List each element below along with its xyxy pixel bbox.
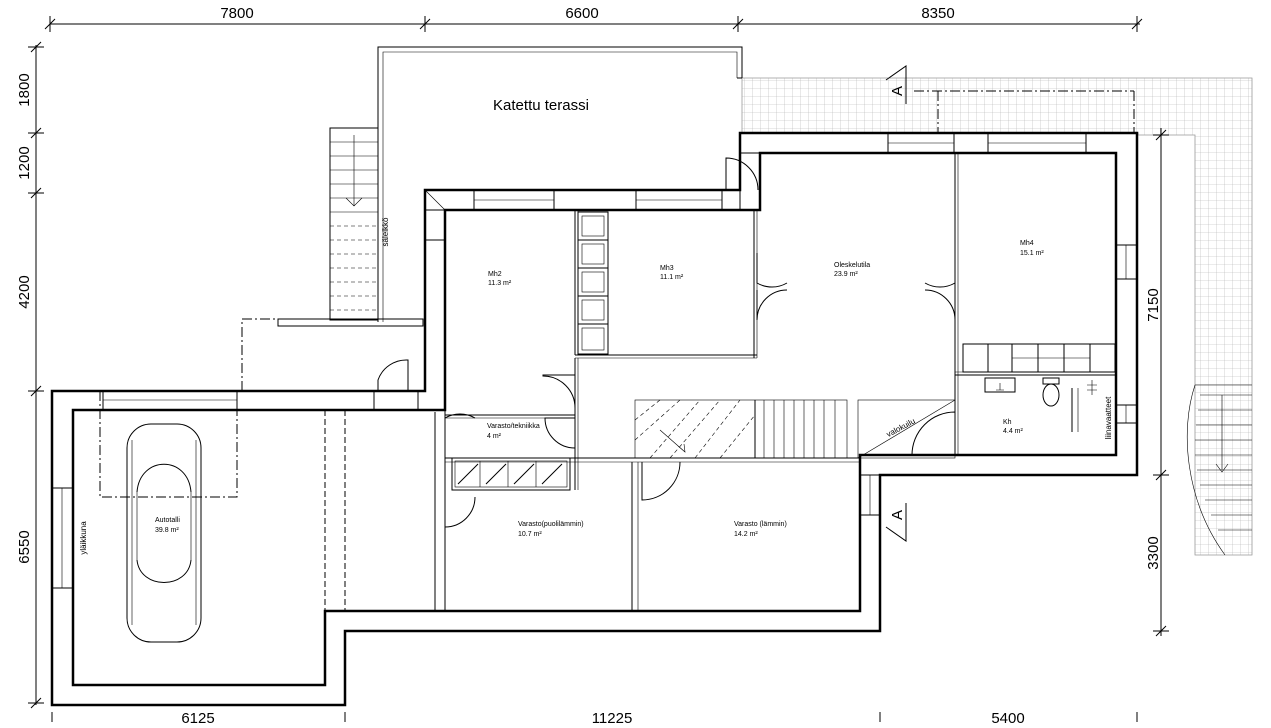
room-area-mh4: 15.1 m² xyxy=(1020,250,1044,257)
room-area-autotalli: 39.8 m² xyxy=(155,527,179,534)
house-walls xyxy=(50,131,1139,707)
room-name-oleskelutila: Oleskelutila xyxy=(834,262,870,269)
room-name-varasto-tekniikka: Varasto/tekniikka xyxy=(487,423,540,430)
room-area-kh: 4.4 m² xyxy=(1003,428,1024,435)
dimension-top-3: 8350 xyxy=(921,5,954,22)
dimension-left-2: 1200 xyxy=(16,146,33,179)
dimension-top: 7800 6600 8350 xyxy=(44,5,1143,32)
outdoor-stairs: säleikkö xyxy=(329,127,390,321)
room-name-kh: Kh xyxy=(1003,419,1012,426)
room-area-mh2: 11.3 m² xyxy=(488,280,512,287)
paving-area xyxy=(741,77,1253,556)
bathroom-fixtures: liinavaatteet xyxy=(984,377,1113,439)
wardrobe-mh4 xyxy=(962,343,1116,373)
stairs-side-label: säleikkö xyxy=(381,217,390,246)
dimension-left: 1800 1200 4200 6550 xyxy=(16,41,44,709)
dimension-right-2: 3300 xyxy=(1145,536,1162,569)
room-name-mh4: Mh4 xyxy=(1020,240,1034,247)
car xyxy=(126,423,202,643)
room-area-varasto-tekniikka: 4 m² xyxy=(487,433,502,440)
terrace-label: Katettu terassi xyxy=(493,97,589,114)
covered-terrace: Katettu terassi xyxy=(377,46,743,322)
light-well-label: valokuilu xyxy=(885,417,917,440)
interior-walls xyxy=(324,153,1116,611)
dimension-right-1: 7150 xyxy=(1145,288,1162,321)
dimension-top-2: 6600 xyxy=(565,5,598,22)
section-label-top: A xyxy=(889,86,906,96)
room-name-mh2: Mh2 xyxy=(488,271,502,278)
interior-stairs xyxy=(634,399,848,459)
dimension-left-1: 1800 xyxy=(16,73,33,106)
dimension-left-3: 4200 xyxy=(16,275,33,308)
dimension-right: 7150 3300 xyxy=(1145,128,1169,637)
canopy-outline xyxy=(241,318,278,391)
room-name-autotalli: Autotalli xyxy=(155,517,180,524)
room-name-varasto-lammin: Varasto (lämmin) xyxy=(734,521,787,528)
dimension-bottom-3: 5400 xyxy=(991,710,1024,727)
section-marker-bottom: A xyxy=(885,503,907,542)
doors xyxy=(377,157,956,528)
dimension-left-4: 6550 xyxy=(16,530,33,563)
room-name-mh3: Mh3 xyxy=(660,265,674,272)
room-area-varasto-puolilammin: 10.7 m² xyxy=(518,531,542,538)
landing-slab xyxy=(277,318,424,327)
section-marker-top: A xyxy=(885,65,1135,133)
room-labels: Mh2 11.3 m² Mh3 11.1 m² Oleskelutila 23.… xyxy=(155,240,1044,538)
garage: yläikkuna xyxy=(79,391,238,643)
dimension-top-1: 7800 xyxy=(220,5,253,22)
storage-shelves xyxy=(451,457,571,491)
outside-stairs-right xyxy=(1186,384,1252,556)
room-area-mh3: 11.1 m² xyxy=(660,274,684,281)
dimension-bottom: 6125 11225 5400 xyxy=(51,710,1138,727)
room-name-varasto-puolilammin: Varasto(puolilämmin) xyxy=(518,521,584,528)
room-area-varasto-lammin: 14.2 m² xyxy=(734,531,758,538)
section-label-bottom: A xyxy=(889,510,906,520)
wardrobe-mh3 xyxy=(577,211,609,355)
room-area-oleskelutila: 23.9 m² xyxy=(834,271,858,278)
windows xyxy=(51,132,1138,589)
dimension-bottom-2: 11225 xyxy=(592,710,633,727)
light-well: valokuilu xyxy=(857,399,956,459)
dimension-bottom-1: 6125 xyxy=(181,710,214,727)
linen-label: liinavaatteet xyxy=(1104,396,1113,439)
garage-window-label: yläikkuna xyxy=(79,521,88,555)
